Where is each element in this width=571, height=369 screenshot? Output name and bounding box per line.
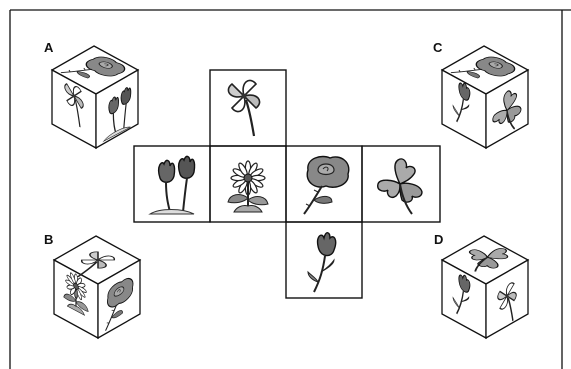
net-face-bottom: [285, 221, 363, 299]
cube-net: [133, 69, 441, 299]
tulip-pair-icon: [149, 155, 196, 215]
cube-option-c[interactable]: C: [433, 40, 530, 150]
cube-option-a[interactable]: A: [44, 40, 140, 150]
option-label-b: B: [44, 232, 53, 247]
cube-option-d[interactable]: D: [434, 232, 530, 340]
option-label-d: D: [434, 232, 443, 247]
cube-option-b[interactable]: B: [44, 232, 142, 340]
option-label-a: A: [44, 40, 54, 55]
tulip-bud-icon: [307, 231, 337, 293]
option-label-c: C: [433, 40, 443, 55]
rose-icon: [303, 155, 350, 215]
daisy-icon: [227, 160, 269, 213]
net-face-far-right: [361, 145, 441, 223]
clover-icon: [376, 157, 423, 215]
pinwheel-flower-icon: [227, 79, 261, 138]
